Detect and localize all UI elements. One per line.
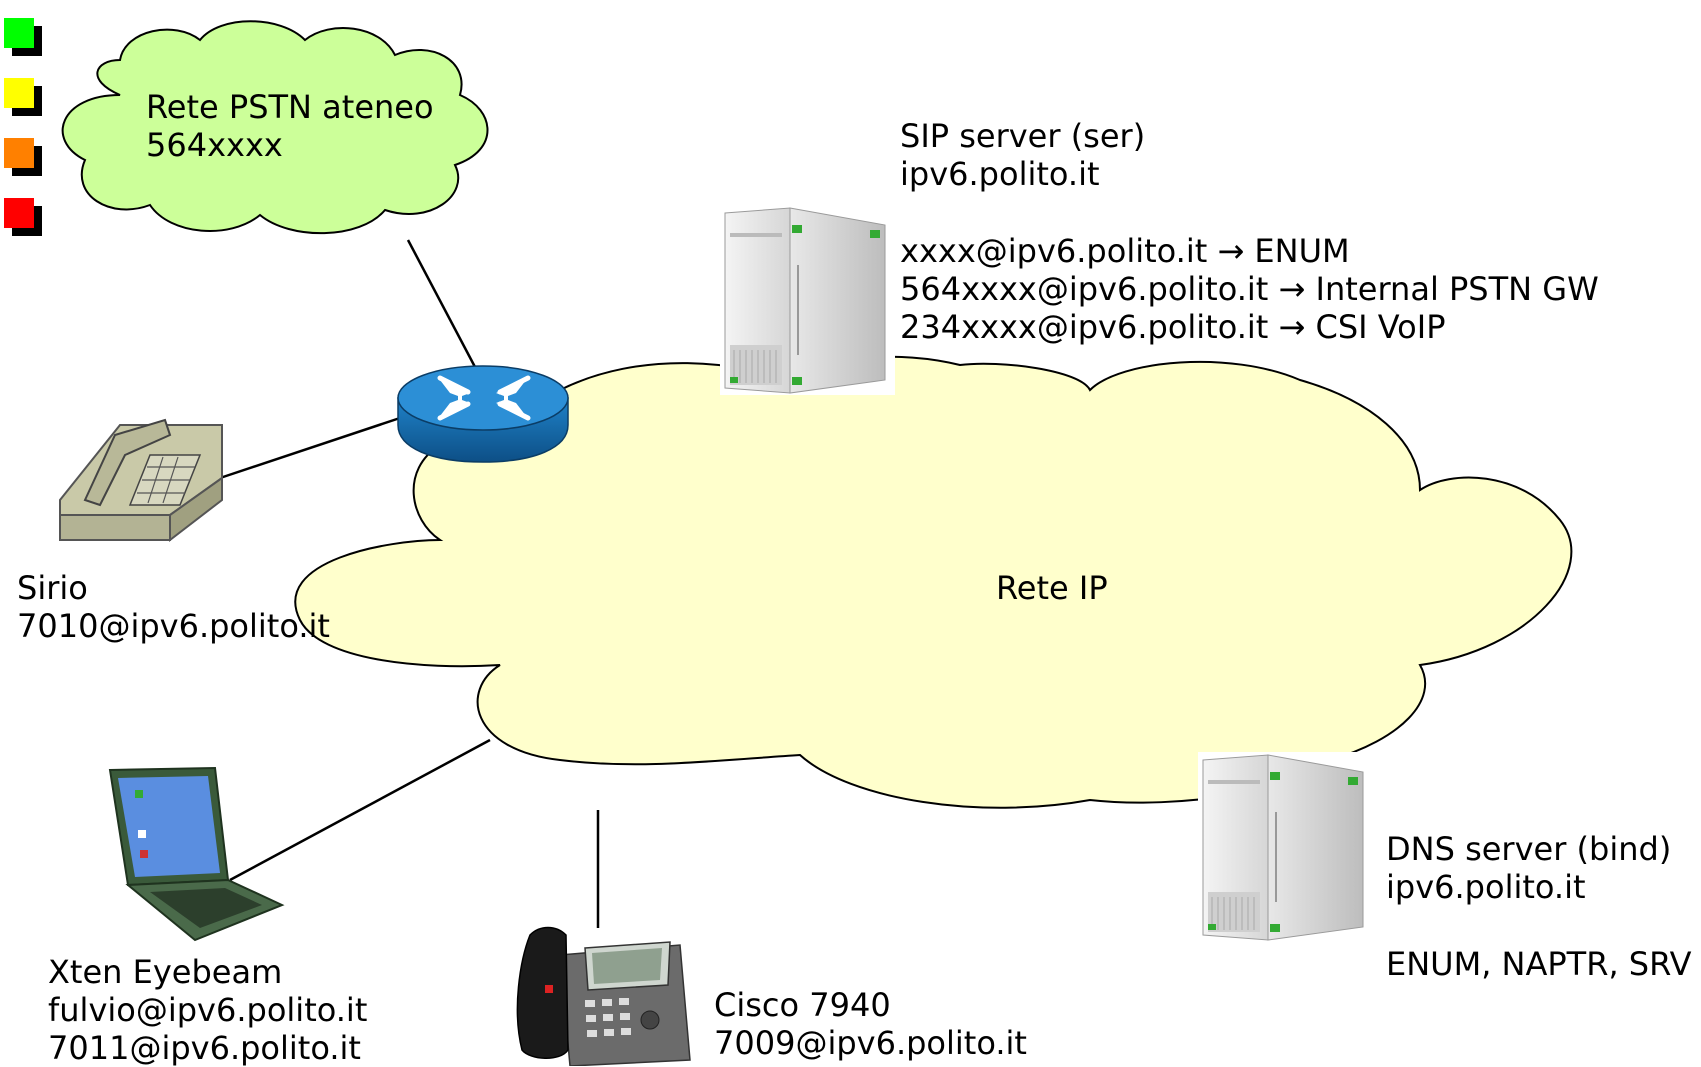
pstn-cloud-number: 564xxxx <box>146 126 283 164</box>
line-router-pstn <box>406 239 477 368</box>
cisco-name: Cisco 7940 <box>714 986 891 1024</box>
ip-cloud-title: Rete IP <box>996 569 1108 607</box>
line-laptop-ipnet <box>229 738 491 882</box>
legend-square-orange <box>4 138 42 176</box>
server-icon <box>720 205 895 395</box>
sirio-address: 7010@ipv6.polito.it <box>17 607 330 645</box>
router-icon <box>397 365 569 463</box>
dns-server-domain: ipv6.polito.it <box>1386 868 1586 906</box>
ip-cloud <box>294 355 1573 809</box>
line-router-sirio <box>219 416 401 480</box>
analog-phone-icon <box>59 418 223 543</box>
legend-square-green <box>4 18 42 56</box>
sip-rule-2: 564xxxx@ipv6.polito.it → Internal PSTN G… <box>900 270 1599 308</box>
xten-address-2: 7011@ipv6.polito.it <box>48 1029 361 1067</box>
xten-name: Xten Eyebeam <box>48 953 283 991</box>
sirio-name: Sirio <box>17 569 88 607</box>
server-icon <box>1198 752 1373 942</box>
legend-square-yellow <box>4 78 42 116</box>
pstn-cloud <box>61 20 489 235</box>
connection-lines <box>219 239 600 928</box>
sip-server-domain: ipv6.polito.it <box>900 155 1100 193</box>
sip-server-title: SIP server (ser) <box>900 117 1146 155</box>
dns-server-title: DNS server (bind) <box>1386 830 1672 868</box>
sip-rule-1: xxxx@ipv6.polito.it → ENUM <box>900 232 1350 270</box>
laptop-icon <box>108 766 285 942</box>
cisco-address: 7009@ipv6.polito.it <box>714 1024 1027 1062</box>
dns-server-records: ENUM, NAPTR, SRV <box>1386 945 1692 983</box>
ip-phone-icon <box>516 926 691 1066</box>
sip-rule-3: 234xxxx@ipv6.polito.it → CSI VoIP <box>900 308 1446 346</box>
xten-address-1: fulvio@ipv6.polito.it <box>48 991 368 1029</box>
pstn-cloud-title: Rete PSTN ateneo <box>146 88 434 126</box>
legend-square-red <box>4 198 42 236</box>
